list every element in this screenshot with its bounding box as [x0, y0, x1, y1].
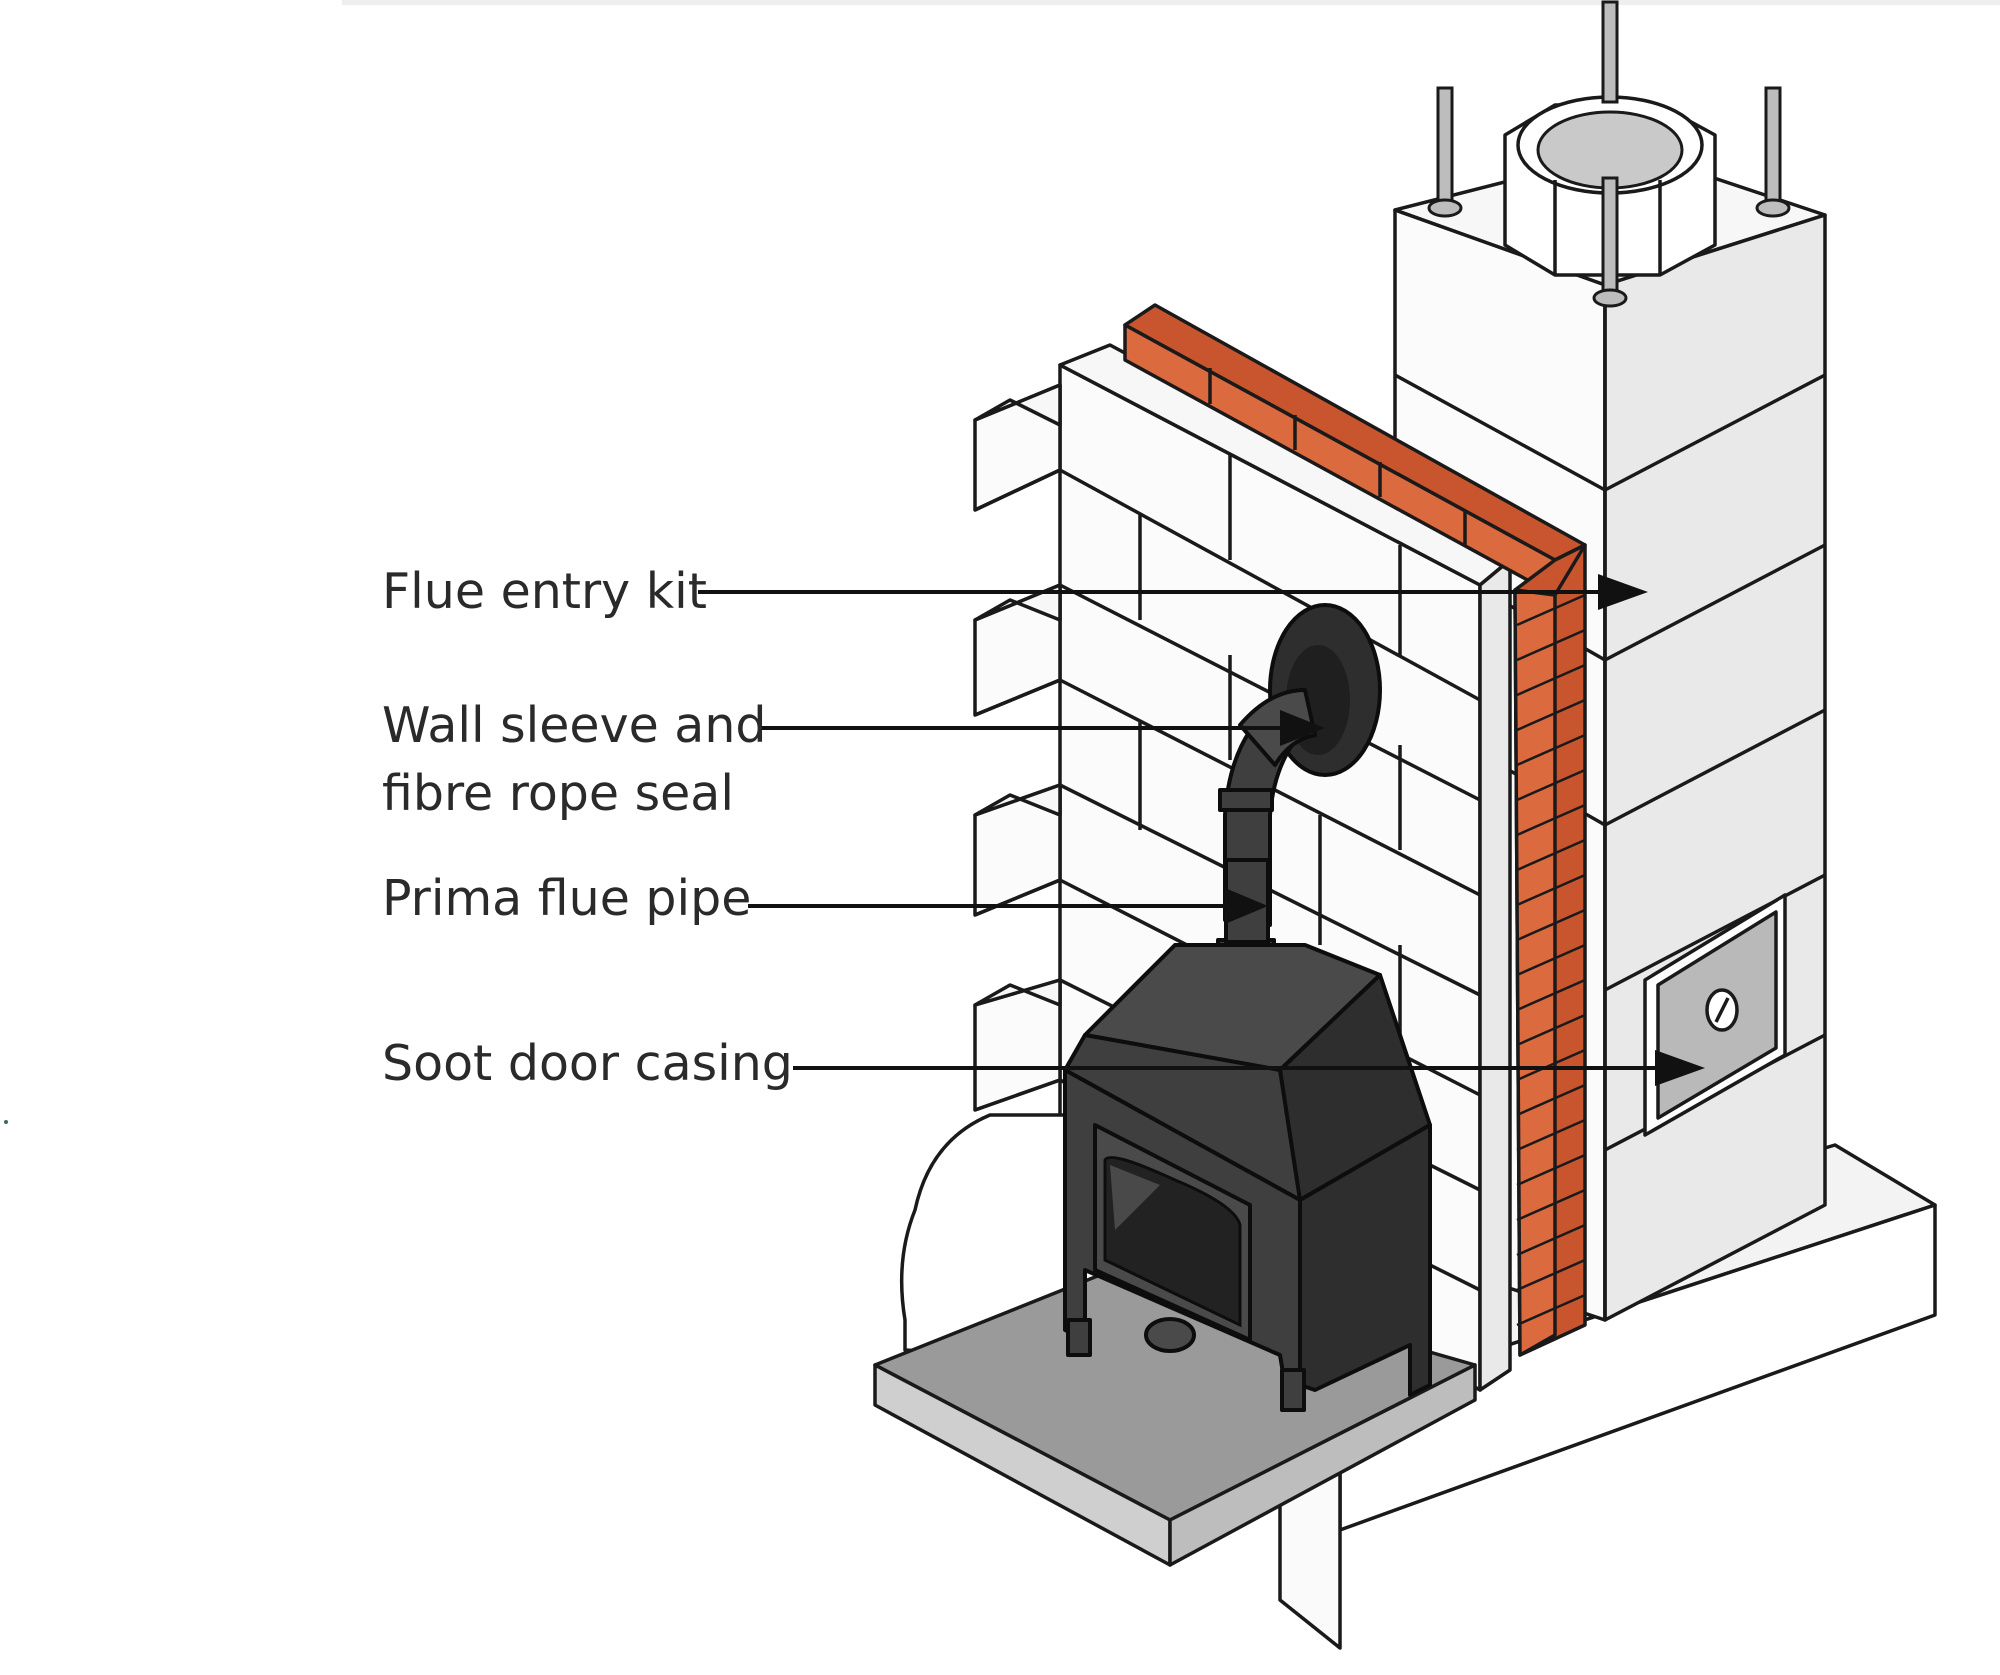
- label-wall-sleeve-line1: Wall sleeve and: [382, 697, 767, 754]
- brick-courses: [1516, 593, 1586, 1327]
- label-soot-door-casing: Soot door casing: [382, 1035, 793, 1092]
- wood-stove: [1063, 943, 1432, 1412]
- hearth: [873, 1263, 1477, 1567]
- label-wall-sleeve-line2: fibre rope seal: [382, 765, 734, 822]
- stray-dot: [4, 1120, 8, 1124]
- threaded-rods: [1427, 0, 1791, 308]
- rubble-stone: [899, 1113, 1077, 1362]
- leader-arrows: [698, 574, 1705, 1086]
- flue-pipe: [1216, 688, 1317, 970]
- brick-leaf: [1123, 303, 1587, 1357]
- label-prima-flue-pipe: Prima flue pipe: [382, 870, 751, 927]
- label-flue-entry-kit: Flue entry kit: [382, 563, 707, 620]
- top-border-strip: [342, 0, 2000, 5]
